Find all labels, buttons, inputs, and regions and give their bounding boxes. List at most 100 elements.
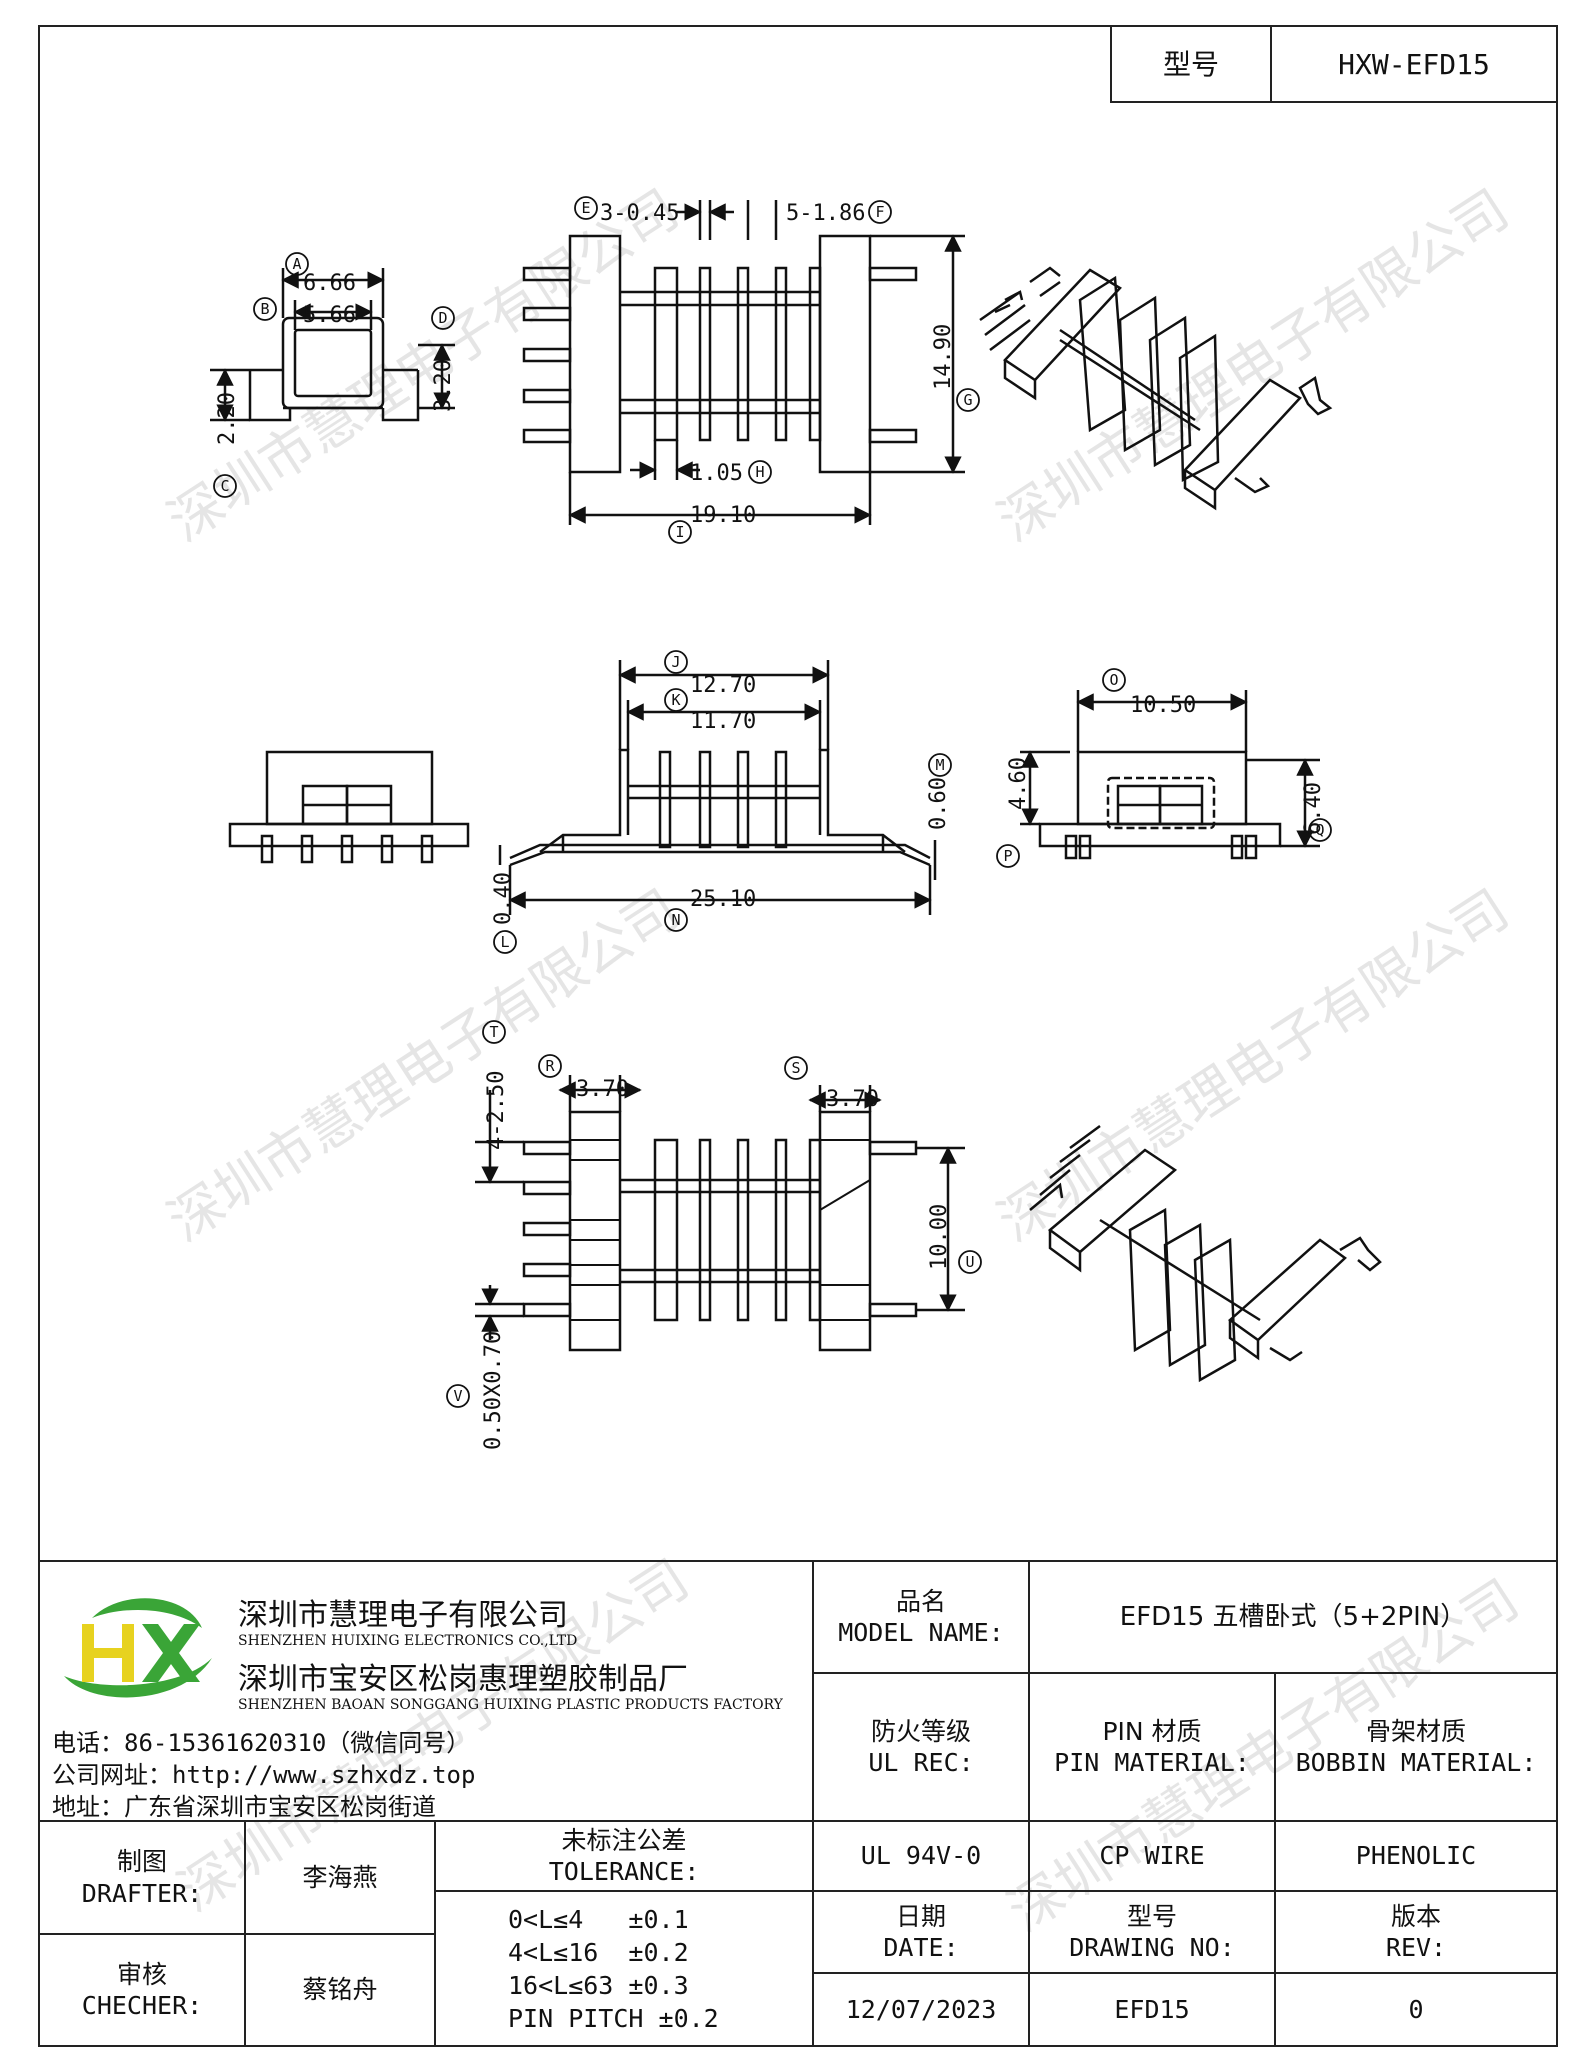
view-front [498, 660, 937, 915]
label-en: BOBBIN MATERIAL: [1295, 1748, 1537, 1777]
company-name-cn: 深圳市慧理电子有限公司 [238, 1598, 568, 1633]
tolerance-row: 4<L≤16 ±0.2 [508, 1937, 689, 1967]
ref-letter: G [963, 391, 972, 409]
label-cn: 审核 [116, 1959, 167, 1989]
label-en: DATE: [883, 1933, 959, 1962]
technical-drawing: 6.66 5.66 3.20 2.20 3-0.45 [210, 196, 1382, 1450]
label-en: PIN MATERIAL: [1054, 1748, 1250, 1777]
factory-name-en: SHENZHEN BAOAN SONGGANG HUIXING PLASTIC … [238, 1697, 783, 1713]
ref-letter: I [675, 523, 684, 541]
factory-name-cn: 深圳市宝安区松岗惠理塑胶制品厂 [238, 1662, 688, 1697]
ref-letter: L [500, 933, 509, 951]
tolerance-label: 未标注公差 TOLERANCE: [434, 1820, 814, 1892]
header-model-value: HXW-EFD15 [1270, 25, 1558, 103]
label-en: CHECHER: [81, 1991, 203, 2020]
model-name-value: EFD15 五槽卧式（5+2PIN） [1028, 1560, 1558, 1674]
label-en: MODEL NAME: [838, 1618, 1004, 1647]
label-cn: 版本 [1390, 1901, 1441, 1931]
dim-F: 5-1.86 [786, 201, 865, 226]
view-side-right [1020, 690, 1320, 860]
dim-A: 6.66 [303, 271, 356, 296]
ref-letter: H [755, 463, 764, 481]
ref-letter: O [1109, 671, 1118, 689]
model-name-label: 品名 MODEL NAME: [812, 1560, 1030, 1674]
dim-J: 12.70 [690, 673, 756, 698]
ref-letter: B [260, 300, 269, 318]
drafter-label: 制图 DRAFTER: [38, 1820, 246, 1935]
dim-I: 19.10 [690, 503, 756, 528]
dim-U: 10.00 [927, 1204, 952, 1270]
ref-letter: P [1003, 847, 1012, 865]
dim-M: 0.60 [926, 777, 951, 830]
dim-N: 25.10 [690, 887, 756, 912]
dim-O: 10.50 [1130, 693, 1196, 718]
tolerance-values: 0<L≤4 ±0.1 4<L≤16 ±0.2 16<L≤63 ±0.3 PIN … [434, 1890, 814, 2047]
ref-letter: M [935, 756, 944, 774]
dim-S: 3.70 [826, 1087, 879, 1112]
bobbin-material-label: 骨架材质 BOBBIN MATERIAL: [1274, 1672, 1558, 1822]
dim-C: 2.20 [215, 392, 240, 445]
dim-Q: 6.40 [1301, 782, 1326, 835]
view-bottom [475, 1075, 965, 1352]
drawing-no-label: 型号 DRAWING NO: [1028, 1890, 1276, 1974]
checker-name: 蔡铭舟 [244, 1933, 436, 2047]
company-phone: 电话：86-15361620310（微信同号） [52, 1729, 471, 1757]
company-address: 地址：广东省深圳市宝安区松岗街道 [52, 1793, 436, 1821]
ref-letter: R [545, 1057, 555, 1075]
ref-letter: C [220, 477, 229, 495]
drafter-name: 李海燕 [244, 1820, 436, 1935]
dim-V: 0.50X0.70 [481, 1331, 506, 1450]
ref-letter: F [875, 203, 884, 221]
label-cn: 未标注公差 [561, 1825, 687, 1855]
view-isometric-bottom [1029, 1124, 1382, 1383]
tolerance-row: 0<L≤4 ±0.1 [508, 1904, 689, 1934]
dim-H: 1.05 [690, 461, 743, 486]
ref-letter: T [489, 1023, 498, 1041]
dim-L: 0.40 [491, 872, 516, 925]
company-logo [64, 1598, 212, 1698]
date-label: 日期 DATE: [812, 1890, 1030, 1974]
ref-letter: U [965, 1253, 974, 1271]
ref-letter: N [671, 911, 680, 929]
label-cn: 防火等级 [870, 1716, 971, 1746]
ul-rec-value: UL 94V-0 [812, 1820, 1030, 1892]
view-top [522, 200, 965, 525]
label-cn: 骨架材质 [1365, 1716, 1466, 1746]
tolerance-row: PIN PITCH ±0.2 [508, 2003, 719, 2033]
dim-E: 3-0.45 [600, 201, 679, 226]
dim-B: 5.66 [303, 303, 356, 328]
dim-P: 4.60 [1006, 757, 1031, 810]
ref-letter: D [438, 309, 447, 327]
label-cn: PIN 材质 [1102, 1716, 1202, 1746]
dim-K: 11.70 [690, 709, 756, 734]
label-cn: 制图 [116, 1847, 167, 1877]
date-value: 12/07/2023 [812, 1972, 1030, 2047]
ref-letter: Q [1315, 821, 1324, 839]
view-cross-section [210, 268, 455, 422]
company-website: 公司网址：http://www.szhxdz.top [52, 1761, 476, 1789]
label-cn: 型号 [1126, 1901, 1177, 1931]
dim-R: 3.70 [576, 1077, 629, 1102]
dim-D: 3.20 [431, 359, 456, 412]
dim-T: 4-2.50 [484, 1071, 509, 1150]
label-en: REV: [1385, 1933, 1447, 1962]
label-cn: 品名 [895, 1586, 946, 1616]
ref-letter: E [581, 199, 590, 217]
ref-letter: A [292, 255, 301, 273]
label-en: DRAFTER: [81, 1878, 203, 1908]
label-en: DRAWING NO: [1069, 1933, 1235, 1962]
rev-label: 版本 REV: [1274, 1890, 1558, 1974]
drawing-no-value: EFD15 [1028, 1972, 1276, 2047]
view-side-left [228, 750, 470, 864]
label-en: TOLERANCE: [548, 1857, 700, 1886]
ref-letter: J [671, 653, 680, 671]
pin-material-label: PIN 材质 PIN MATERIAL: [1028, 1672, 1276, 1822]
dim-G: 14.90 [931, 324, 956, 390]
ref-letter: S [791, 1059, 800, 1077]
company-name-en: SHENZHEN HUIXING ELECTRONICS CO.,LTD [238, 1633, 578, 1649]
tolerance-row: 16<L≤63 ±0.3 [508, 1970, 689, 2000]
bobbin-material-value: PHENOLIC [1274, 1820, 1558, 1892]
label-cn: 日期 [895, 1901, 946, 1931]
ref-letter: K [671, 691, 680, 709]
view-isometric-top [979, 266, 1333, 511]
